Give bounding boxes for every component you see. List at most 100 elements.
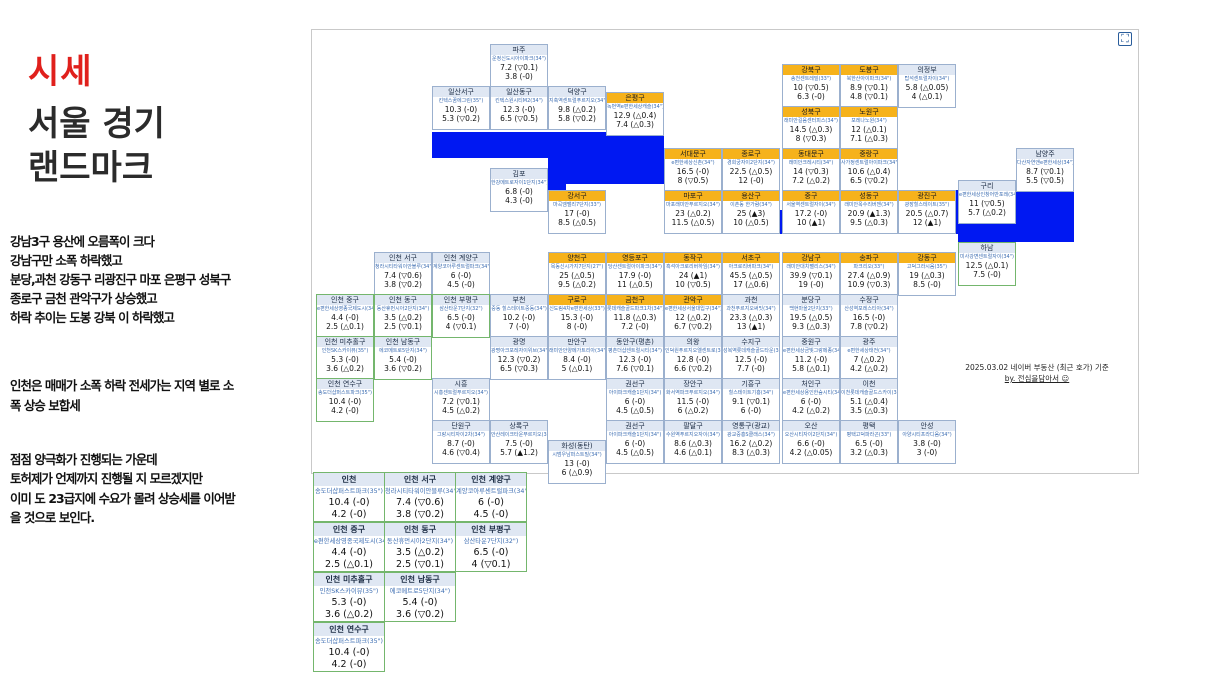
- jeonse-price: 4.2 (-0): [331, 509, 367, 520]
- district-name: 동대문구: [783, 149, 839, 159]
- district-cell-hwaseong: 화성(동탄)시범우남퍼스트빌(34")13 (-0)6 (△0.9): [548, 440, 606, 484]
- jeonse-price: 3.5 (△0.3): [850, 406, 888, 415]
- landmark-apt: 사가정센트럴아이파크(34"): [841, 160, 897, 166]
- landmark-apt: 포레나노원(34"): [851, 118, 887, 124]
- district-name: 강남구: [783, 253, 839, 263]
- district-name: 인천 동구: [375, 295, 431, 305]
- jeonse-price: 10 (△0.5): [733, 218, 769, 227]
- sale-price: 8.6 (△0.3): [674, 439, 712, 448]
- sale-price: 10.4 (-0): [328, 647, 370, 658]
- landmark-apt: 시범우남퍼스트빌(34"): [552, 452, 602, 458]
- landmark-apt: 마포래미안푸르지오(34"): [666, 202, 720, 208]
- title-line-2: 서울 경기: [28, 104, 165, 144]
- district-name: 인천 동구: [385, 523, 455, 536]
- district-name: 장안구: [665, 379, 721, 389]
- district-name: 만안구: [549, 337, 605, 347]
- sale-price: 12 (△0.1): [851, 125, 887, 134]
- expand-icon[interactable]: ⛶: [1118, 32, 1132, 46]
- district-name: 인천 연수구: [314, 623, 384, 636]
- sale-price: 6.5 (-0): [447, 313, 475, 322]
- sale-price: 16.5 (-0): [852, 313, 886, 322]
- jeonse-price: 8 (▽0.5): [677, 176, 709, 185]
- landmark-apt: 동산휴먼시아2단지(34"): [376, 306, 430, 312]
- landmark-apt: 미사강변센트럴자이(34"): [960, 254, 1014, 260]
- note-line: 강남3구 용산에 오름폭이 크다: [10, 234, 155, 249]
- jeonse-price: 10 (▽0.5): [675, 280, 711, 289]
- district-name: 송파구: [841, 253, 897, 263]
- jeonse-price: 4.5 (△0.5): [616, 406, 654, 415]
- sale-price: 7.4 (▽0.6): [384, 271, 422, 280]
- sale-price: 8.7 (▽0.1): [1026, 167, 1064, 176]
- landmark-apt: 평택고덕파라곤(33"): [846, 432, 892, 438]
- jeonse-price: 4.2 (△0.2): [792, 406, 830, 415]
- district-name: 덕양구: [549, 87, 605, 97]
- landmark-apt: 래미안길음센터피스(34"): [784, 118, 838, 124]
- jeonse-price: 3.2 (△0.3): [850, 448, 888, 457]
- landmark-apt: 인덕원푸르지오엘센트로(34"): [665, 348, 721, 354]
- sale-price: 3.5 (△0.2): [384, 313, 422, 322]
- jeonse-price: 6.7 (▽0.2): [674, 322, 712, 331]
- landmark-apt: 삼산타운7단지(32"): [463, 538, 519, 545]
- district-name: 중원구: [783, 337, 839, 347]
- district-name: 인천 미추홀구: [314, 573, 384, 586]
- district-name: 상록구: [491, 421, 547, 431]
- landmark-apt: 안산레이크타운푸르지오(34"): [491, 432, 547, 438]
- sale-price: 12.3 (▽0.2): [497, 355, 541, 364]
- district-name: 인천 부평구: [456, 523, 526, 536]
- district-name: 인천: [314, 473, 384, 486]
- district-name: 의왕: [665, 337, 721, 347]
- district-name: 수정구: [841, 295, 897, 305]
- sale-price: 12.3 (-0): [502, 105, 536, 114]
- landmark-apt: 당산센트럴아이파크(34"): [608, 264, 662, 270]
- jeonse-price: 4.2 (-0): [331, 659, 367, 670]
- landmark-apt: 래미안안양메가트리아(34"): [549, 348, 605, 354]
- credit-author[interactable]: by. 전심을담아서 ☺: [1004, 374, 1070, 383]
- landmark-apt: 인천SK스카이뷰(35"): [321, 348, 369, 354]
- district-name: 인천 남동구: [375, 337, 431, 347]
- sale-price: 6 (-0): [478, 497, 504, 508]
- sale-price: 5.1 (△0.4): [850, 397, 888, 406]
- sale-price: 10.6 (△0.4): [847, 167, 891, 176]
- jeonse-price: 5.5 (▽0.5): [1026, 176, 1064, 185]
- district-cell-dongan: 동안구(평촌)평촌더샵센트럴시티(34")12.3 (-0)7.6 (▽0.1): [606, 336, 664, 380]
- jeonse-price: 17 (△0.6): [733, 280, 769, 289]
- sale-price: 15.3 (-0): [560, 313, 594, 322]
- sale-price: 27.4 (△0.9): [847, 271, 891, 280]
- sale-price: 23 (△0.2): [675, 209, 711, 218]
- jeonse-price: 4 (△0.1): [911, 92, 943, 101]
- landmark-apt: 화서역파크푸르지오(34"): [666, 390, 720, 396]
- district-name: 은평구: [607, 93, 663, 103]
- note-line: 토허제가 언제까지 진행될 지 모르겠지만: [10, 471, 203, 486]
- sale-price: 10.4 (-0): [328, 497, 370, 508]
- jeonse-price: 4.5 (△0.2): [442, 406, 480, 415]
- district-name: 분당구: [783, 295, 839, 305]
- sale-price: 7.2 (▽0.1): [500, 63, 538, 72]
- district-name: 권선구: [607, 421, 663, 431]
- sale-price: 8.7 (-0): [447, 439, 475, 448]
- sale-price: 25 (▲3): [736, 209, 766, 218]
- landmark-apt: 계양코아루센트럴파크(34"): [433, 264, 489, 270]
- sale-price: 12.5 (-0): [734, 355, 768, 364]
- river-band: [548, 158, 664, 184]
- jeonse-price: 5 (△0.1): [561, 364, 593, 373]
- district-name: 광진구: [899, 191, 955, 201]
- sale-price: 11.5 (-0): [676, 397, 710, 406]
- district-name: 권선구: [607, 379, 663, 389]
- sale-price: 9.8 (△0.2): [558, 105, 596, 114]
- landmark-apt: 이천롯데캐슬골드스카이(34"): [841, 390, 897, 396]
